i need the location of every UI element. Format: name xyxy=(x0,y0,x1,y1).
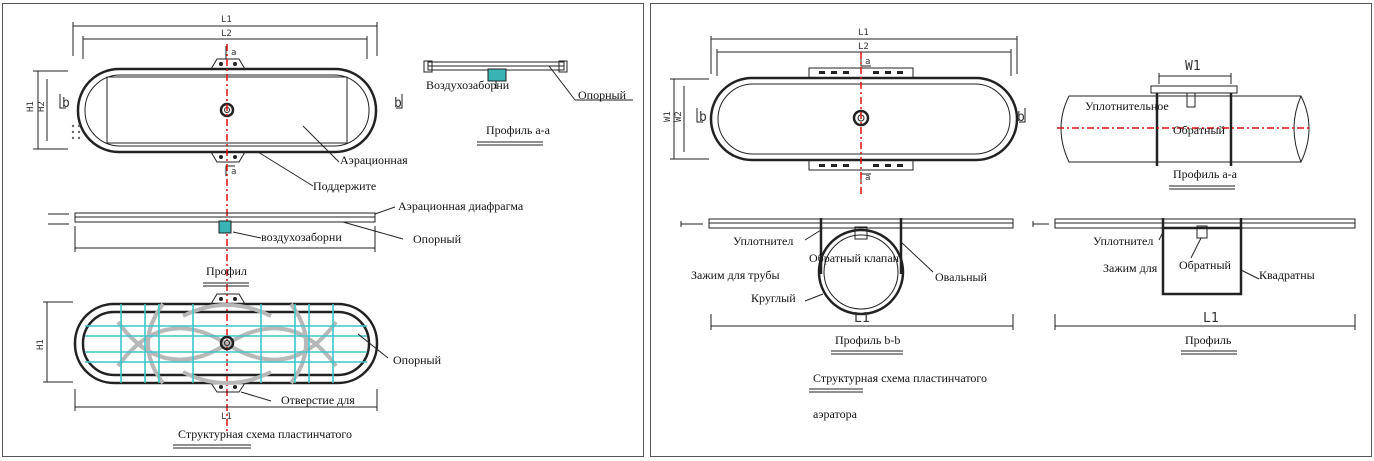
section-b-right-label-right: b xyxy=(1017,110,1025,125)
dim-h1-bottom-label: H1 xyxy=(36,339,46,350)
section-a-top-label: a xyxy=(231,48,236,58)
dim-h1-label: H1 xyxy=(26,101,36,112)
section-b-left-label: b xyxy=(62,96,70,111)
section-b-left-label-right: b xyxy=(699,110,707,125)
dim-w1-pipe-label: W1 xyxy=(1185,59,1201,74)
dim-l1-top: L1 xyxy=(72,15,378,56)
label-profil: Профил xyxy=(206,264,247,278)
dim-w1-w2: W1 W2 xyxy=(663,78,709,160)
dim-l1-bottom-label: L1 xyxy=(221,412,232,422)
profile-square-view: L1 xyxy=(1032,218,1356,330)
label-vozdukhozaborni-mid: воздухозаборни xyxy=(261,230,342,244)
label-uplotnitel-left: Уплотнител xyxy=(733,234,793,248)
label-kvadratny: Квадратны xyxy=(1259,268,1315,282)
label-vozdukhozaborni-top: Воздухозаборни xyxy=(426,78,510,92)
label-profile-aa-right: Профиль a-a xyxy=(1173,167,1238,181)
label-profile-bb: Профиль b-b xyxy=(835,333,900,347)
dim-h1-h2: H1 H2 xyxy=(26,70,68,150)
label-obratnyi-right: Обратный xyxy=(1179,258,1232,272)
dim-l1-square-label: L1 xyxy=(1203,311,1219,326)
section-a-bottom-label-right: a xyxy=(865,173,870,183)
label-zazhim-dlya: Зажим для xyxy=(1103,261,1158,275)
dim-l1-top-right: L1 xyxy=(710,28,1018,74)
profile-aa-small xyxy=(423,60,633,101)
profile-side-view xyxy=(48,212,376,252)
section-b-right-label: b xyxy=(394,96,402,111)
dim-l2-top: L2 xyxy=(82,29,368,59)
label-uplotnitelnoe: Уплотнительное xyxy=(1085,99,1169,113)
section-a-bottom-label: a xyxy=(231,167,236,177)
label-ovalny: Овальный xyxy=(935,270,988,284)
dim-l2-top-right: L2 xyxy=(716,42,1012,76)
caption-line2: аэратора xyxy=(813,407,858,421)
dim-w2-label: W2 xyxy=(674,111,684,122)
label-opornyi-top: Опорный xyxy=(578,88,627,102)
left-drawing-svg: L1 L2 H1 H2 a a b b xyxy=(26,15,633,449)
dim-l1-label-right: L1 xyxy=(858,28,869,38)
dim-l2-label-right: L2 xyxy=(858,42,869,52)
profile-bb-round-view: L1 xyxy=(680,218,1014,330)
dim-l2-label: L2 xyxy=(221,29,232,39)
label-diaphragm: Аэрационная диафрагма xyxy=(398,199,524,213)
right-drawing-svg: L1 L2 W1 W2 a a b b xyxy=(663,28,1356,421)
section-a-top-label-right: a xyxy=(865,57,870,67)
label-opornyi-bottom: Опорный xyxy=(393,353,442,367)
label-otverstie: Отверстие для xyxy=(281,393,355,407)
left-caption: Структурная схема пластинчатого xyxy=(178,427,352,441)
label-podderzhite: Поддержите xyxy=(313,179,376,193)
label-obratnyi-klapan: Обратный клапан xyxy=(809,251,900,265)
dim-h2-label: H2 xyxy=(37,101,47,112)
left-drawing-panel: L1 L2 H1 H2 a a b b xyxy=(2,3,644,457)
label-zazhim-trub: Зажим для трубы xyxy=(691,268,780,282)
label-aeratsionnaya: Аэрационная xyxy=(340,153,408,167)
label-krugly: Круглый xyxy=(751,291,796,305)
bottom-plan-view: H1 L1 xyxy=(36,293,379,422)
caption-line1: Структурная схема пластинчатого xyxy=(813,371,987,385)
label-uplotnitel-right: Уплотнител xyxy=(1093,234,1153,248)
label-opornyi-mid: Опорный xyxy=(413,232,462,246)
label-profil-right: Профиль xyxy=(1185,333,1232,347)
right-drawing-panel: L1 L2 W1 W2 a a b b xyxy=(650,3,1372,457)
dim-w1-label: W1 xyxy=(663,111,673,122)
profile-aa-pipe-view: W1 xyxy=(1057,59,1311,166)
label-profile-aa: Профиль a-a xyxy=(486,123,551,137)
dim-l1-bb-label: L1 xyxy=(854,311,870,326)
dim-l1-label: L1 xyxy=(221,15,232,25)
label-obratnyi-top: Обратный xyxy=(1173,123,1226,137)
